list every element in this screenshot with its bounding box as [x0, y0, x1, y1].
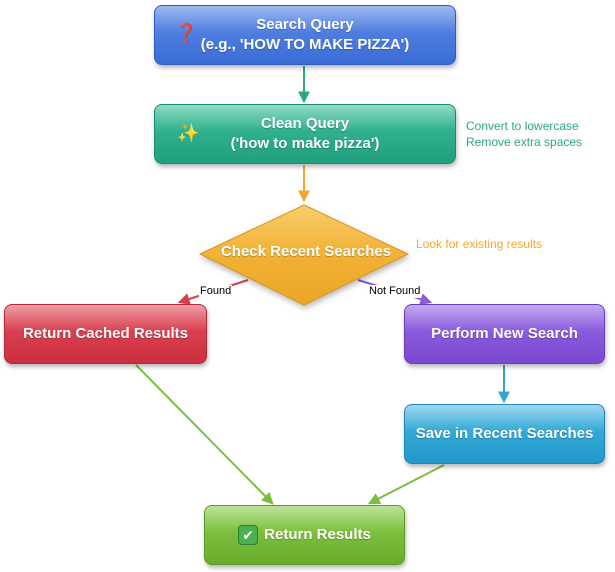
edge-cached-to-results: [135, 364, 274, 505]
save-recent-label: Save in Recent Searches: [415, 425, 594, 442]
clean-query-title: Clean Query: [260, 115, 350, 132]
perform-new-label: Perform New Search: [431, 325, 578, 342]
sparkles-icon: ✨: [177, 123, 200, 143]
node-clean-query[interactable]: ✨ Clean Query ('how to make pizza'): [154, 104, 456, 164]
check-recent-label: Check Recent Searches: [220, 243, 392, 260]
decision-check-recent[interactable]: [198, 204, 410, 306]
edge-label-not-found: Not Found: [368, 285, 422, 298]
node-save-recent-searches[interactable]: Save in Recent Searches: [404, 404, 605, 464]
search-query-title: Search Query: [256, 16, 354, 33]
node-perform-new-search[interactable]: Perform New Search: [404, 304, 605, 364]
edge-save-to-results: [367, 464, 445, 505]
edge-label-found: Found: [199, 285, 233, 298]
search-query-example: (e.g., 'HOW TO MAKE PIZZA'): [200, 36, 410, 53]
clean-query-example: ('how to make pizza'): [230, 135, 380, 152]
note-clean-line-2: Remove extra spaces: [466, 135, 583, 149]
node-search-query[interactable]: ❓ Search Query (e.g., 'HOW TO MAKE PIZZA…: [154, 5, 456, 65]
return-cached-label: Return Cached Results: [22, 325, 189, 342]
note-clean-query: Convert to lowercase Remove extra spaces: [466, 118, 582, 150]
node-return-cached-results[interactable]: Return Cached Results: [4, 304, 207, 364]
check-mark-icon: ✔: [238, 525, 259, 545]
note-clean-line-1: Convert to lowercase: [466, 119, 579, 133]
return-results-label: Return Results: [264, 526, 371, 543]
question-mark-icon: ❓: [175, 23, 198, 43]
note-check-recent: Look for existing results: [416, 237, 543, 251]
node-return-results[interactable]: ✔ Return Results: [204, 505, 405, 565]
